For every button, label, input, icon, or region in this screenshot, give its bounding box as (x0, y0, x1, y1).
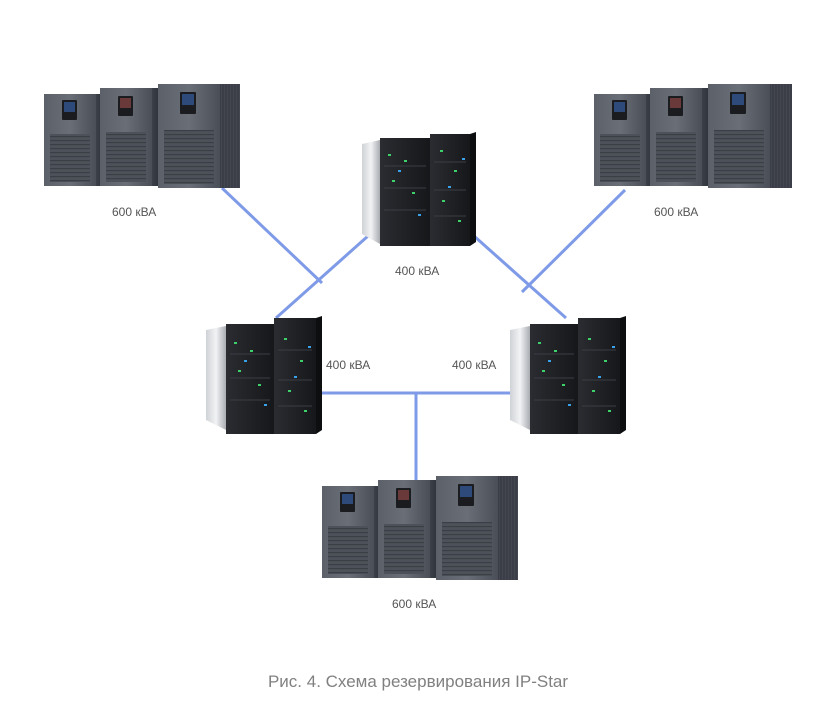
link-top-left-ups-to-left-rack (220, 186, 324, 285)
ups-array-top-right (594, 84, 792, 188)
label-ups-bottom: 600 кВА (392, 597, 437, 611)
ups-array-bottom (322, 476, 518, 580)
figure-caption: Рис. 4. Схема резервирования IP-Star (267, 672, 569, 691)
link-top-right-ups-to-right-rack (520, 188, 627, 294)
ups-array-top-left (44, 84, 240, 188)
link-top-rack-to-left-rack (275, 234, 369, 320)
server-rack-right (510, 316, 626, 434)
link-top-rack-to-right-rack (473, 234, 567, 320)
label-ups-top-left: 600 кВА (112, 205, 157, 219)
label-rack-right: 400 кВА (452, 358, 497, 372)
connections (220, 186, 627, 483)
server-rack-top (362, 132, 476, 246)
server-rack-left (206, 316, 322, 434)
label-rack-top: 400 кВА (395, 264, 440, 278)
label-ups-top-right: 600 кВА (654, 205, 699, 219)
label-rack-left: 400 кВА (326, 358, 371, 372)
